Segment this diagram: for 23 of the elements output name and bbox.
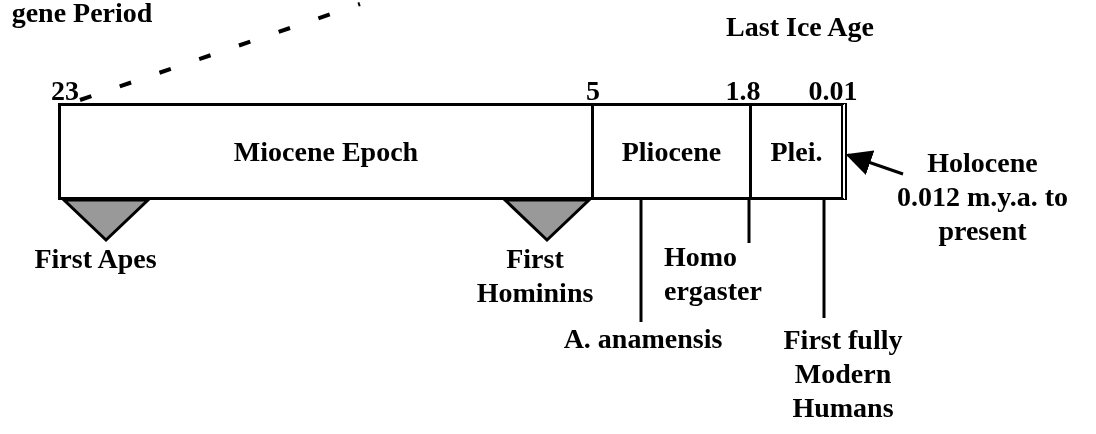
epoch-label: Pliocene — [621, 134, 722, 169]
period-title: gene Period — [10, 0, 154, 30]
triangle-marker — [501, 198, 593, 243]
callout-text: A. anamensis — [548, 322, 738, 358]
date-label: 5 — [585, 74, 601, 108]
leader-line — [822, 200, 826, 318]
leader-line — [747, 200, 751, 243]
epoch-box — [58, 103, 594, 200]
date-label: 23 — [50, 74, 80, 108]
epoch-box — [591, 103, 752, 200]
event-label: First Apes — [33, 242, 158, 276]
epoch-box — [749, 103, 847, 200]
epoch-label: Miocene Epoch — [233, 134, 419, 169]
callout-text: Holocene 0.012 m.y.a. to present — [895, 146, 1070, 256]
date-label: 1.8 — [724, 74, 762, 108]
triangle-marker — [60, 198, 152, 243]
ice-age-label: Last Ice Age — [725, 10, 875, 44]
epoch-label: Plei. — [770, 134, 823, 169]
event-label: First Hominins — [475, 242, 595, 310]
callout-text: Homo ergaster — [664, 240, 804, 312]
date-label: 0.01 — [807, 74, 859, 108]
callout-text: First fully Modern Humans — [748, 323, 938, 431]
leader-line — [639, 200, 643, 322]
